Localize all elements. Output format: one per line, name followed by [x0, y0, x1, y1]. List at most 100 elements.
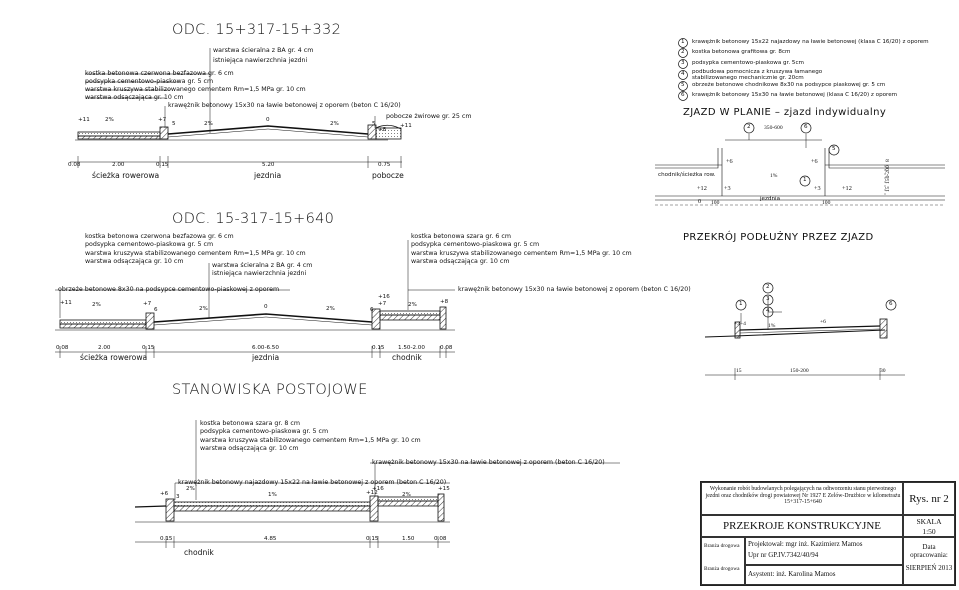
s3-curb-note: krawężnik betonowy 15x30 na ławie betono…	[372, 459, 605, 466]
s2-left-layer: warstwa kruszywa stabilizowanego cemente…	[85, 250, 306, 257]
s1-dim: 5.20	[262, 162, 275, 168]
s1-section-label: jezdnia	[254, 171, 282, 180]
s3-mark: +15	[438, 486, 450, 492]
s2-section-label: chodnik	[392, 353, 422, 362]
tb-drawing-no: Rys. nr 2	[909, 493, 949, 505]
s2-mark: +11	[60, 300, 72, 306]
plan-mark: +3	[724, 185, 731, 192]
s1-dim: 0.08	[68, 162, 81, 168]
s3-mark: 3	[176, 494, 180, 500]
long-num: 3	[766, 296, 770, 302]
legend-item: kostka betonowa grafitowa gr. 8cm	[692, 49, 791, 55]
tb-assistant: Asystent: inż. Karolina Mamos	[748, 570, 836, 578]
s2-mid-note: istniejąca nawierzchnia jezdni	[212, 270, 307, 277]
legend-num: 3	[681, 60, 685, 66]
s2-right-layer: podsypka cementowo-piaskowa gr. 5 cm	[411, 241, 540, 248]
tb-description: Wykonanie robót budowlanych polegających…	[705, 486, 901, 506]
s1-mark: 2%	[330, 121, 339, 127]
plan-mark: 8	[885, 159, 891, 162]
s3-mark: 2%	[186, 486, 195, 492]
plan-label: chodnik/ścieżka row.	[658, 172, 716, 178]
s1-dim: 2.00	[112, 162, 125, 168]
s3-layer: kostka betonowa szara gr. 8 cm	[200, 420, 300, 427]
s2-right-layer: warstwa odsączająca gr. 10 cm	[411, 258, 510, 265]
s2-left-layer: kostka betonowa czerwona bezfazowa gr. 6…	[85, 233, 234, 240]
plan-mark: +12	[842, 185, 852, 192]
s1-section-label: ścieżka rowerowa	[92, 171, 160, 180]
plan-mark: +6	[811, 158, 818, 165]
plan-mark: 0	[698, 198, 702, 205]
tb-designer: Projektował: mgr inż. Kazimierz Mamos	[748, 540, 863, 548]
tb-license: Upr nr GP.IV.7342/40/94	[748, 551, 819, 559]
s2-curb-note: krawężnik betonowy 15x30 na ławie betono…	[458, 286, 691, 293]
plan-num: 2	[747, 124, 751, 130]
s2-mark: 2%	[326, 306, 335, 312]
s2-dim: 2.00	[98, 345, 111, 351]
plan-num: 6	[804, 124, 808, 130]
legend-item: krawężnik betonowy 15x30 na ławie betono…	[692, 92, 898, 98]
s2-mark: +16	[378, 294, 390, 300]
s1-mark: 5	[172, 121, 176, 127]
legend-item: podbudowa pomocnicza z kruszywa łamanego…	[692, 69, 823, 81]
s2-right-layer: warstwa kruszywa stabilizowanego cemente…	[411, 250, 632, 257]
s1-layer-1: kostka betonowa czerwona bezfazowa gr. 6…	[85, 70, 234, 77]
s2-dim: 0.15	[142, 345, 155, 351]
s2-mark: 2%	[92, 302, 101, 308]
plan-num: 5	[832, 146, 836, 152]
s1-mark: +8	[378, 127, 387, 133]
s3-dim: 4.85	[264, 536, 277, 542]
s1-note-wear: warstwa ścieralna z BA gr. 4 cm	[213, 47, 314, 54]
section2-title: ODC. 15-317-15+640	[172, 211, 335, 227]
s2-dim: 0.15	[372, 345, 385, 351]
s2-right-layer: kostka betonowa szara gr. 6 cm	[411, 233, 511, 240]
legend-item: krawężnik betonowy 15x22 najazdowy na ła…	[692, 39, 929, 45]
title-block: Wykonanie robót budowlanych polegających…	[700, 481, 956, 586]
long-mark: 150-200	[790, 368, 809, 374]
s1-layer-3: warstwa kruszywa stabilizowanego cemente…	[85, 86, 306, 93]
section1-title: ODC. 15+317-15+332	[172, 22, 342, 38]
plan-mark: +12	[697, 185, 707, 192]
tb-date: SIERPIEŃ 2013	[905, 564, 953, 572]
s2-mark: +7	[378, 301, 387, 307]
tb-branch: Branża drogowa	[704, 543, 740, 549]
section3-title: STANOWISKA POSTOJOWE	[172, 382, 368, 398]
s2-mark: +8	[440, 299, 449, 305]
s2-mark: 6	[370, 307, 374, 313]
s3-mark: +16	[372, 486, 384, 492]
s3-section-label: chodnik	[184, 548, 214, 557]
plan-num: 1	[803, 177, 807, 183]
legend-num: 2	[681, 49, 685, 55]
s1-mark: 5	[372, 121, 376, 127]
long-mark: +3+4	[734, 321, 746, 327]
long-title: PRZEKRÓJ PODŁUŻNY PRZEZ ZJAZD	[683, 232, 874, 243]
s2-dim: 6.00-6.50	[252, 345, 279, 351]
s2-mark: 6	[154, 307, 158, 313]
s2-dim: 0.08	[440, 345, 453, 351]
s2-edge-note: obrzeże betonowe 8x30 na podsypce cement…	[58, 286, 280, 293]
long-mark: 15	[736, 368, 742, 374]
long-num: 1	[739, 301, 743, 307]
s1-dim: 0.15	[156, 162, 169, 168]
long-mark: +6	[820, 319, 826, 325]
s1-mark: 2%	[204, 121, 213, 127]
s1-gravel-note: pobocze żwirowe gr. 25 cm	[386, 113, 472, 120]
s1-mark: +11	[400, 123, 412, 129]
long-mark: 1%	[768, 323, 776, 329]
s1-mark: 0	[266, 117, 270, 123]
plan-title: ZJAZD W PLANIE – zjazd indywidualny	[683, 107, 887, 118]
plan-label: jezdnia	[760, 196, 781, 202]
tb-date-label: Data opracowania:	[910, 543, 948, 560]
tb-drawing-name: PRZEKROJE KONSTRUKCYJNE	[723, 520, 881, 532]
s3-dim: 0.08	[434, 536, 447, 542]
legend-num: 5	[681, 82, 685, 88]
s2-mark: 0	[264, 304, 268, 310]
legend-item: podsypka cementowo-piaskowa gr. 5cm	[692, 60, 804, 66]
s3-dim: 0.15	[160, 536, 173, 542]
s2-section-label: ścieżka rowerowa	[80, 353, 148, 362]
s3-layer: warstwa kruszywa stabilizowanego cemente…	[200, 437, 421, 444]
legend-num: 1	[681, 39, 685, 45]
s2-mark: 2%	[408, 302, 417, 308]
plan-mark: 100	[711, 200, 720, 206]
plan-mark: 15	[885, 186, 891, 192]
